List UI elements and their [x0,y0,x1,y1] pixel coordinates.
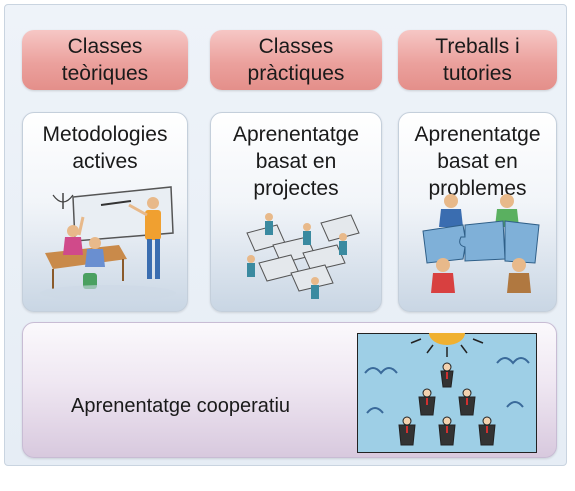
card-metodologies-actives: Metodologies actives [22,112,188,312]
card-aprenentatge-problemes: Aprenentatge basat en problemes [398,112,557,312]
header-treballs-tutories: Treballs i tutories [398,30,557,90]
card-title: Metodologies actives [42,123,168,173]
header-classes-teoriques: Classes teòriques [22,30,188,90]
human-pyramid-illustration [357,333,537,453]
header-classes-practiques: Classes pràctiques [210,30,382,90]
classroom-teacher-illustration [40,186,176,301]
cooperative-learning-box: Aprenentatge cooperatiu [22,322,557,458]
card-aprenentatge-projectes: Aprenentatge basat en projectes [210,112,382,312]
jigsaw-builders-illustration [246,213,360,299]
puzzle-people-illustration [422,194,540,293]
card-title: Aprenentatge basat en projectes [232,123,360,200]
card-title: Aprenentatge basat en problemes [414,123,541,200]
cooperative-learning-label: Aprenentatge cooperatiu [71,395,291,417]
